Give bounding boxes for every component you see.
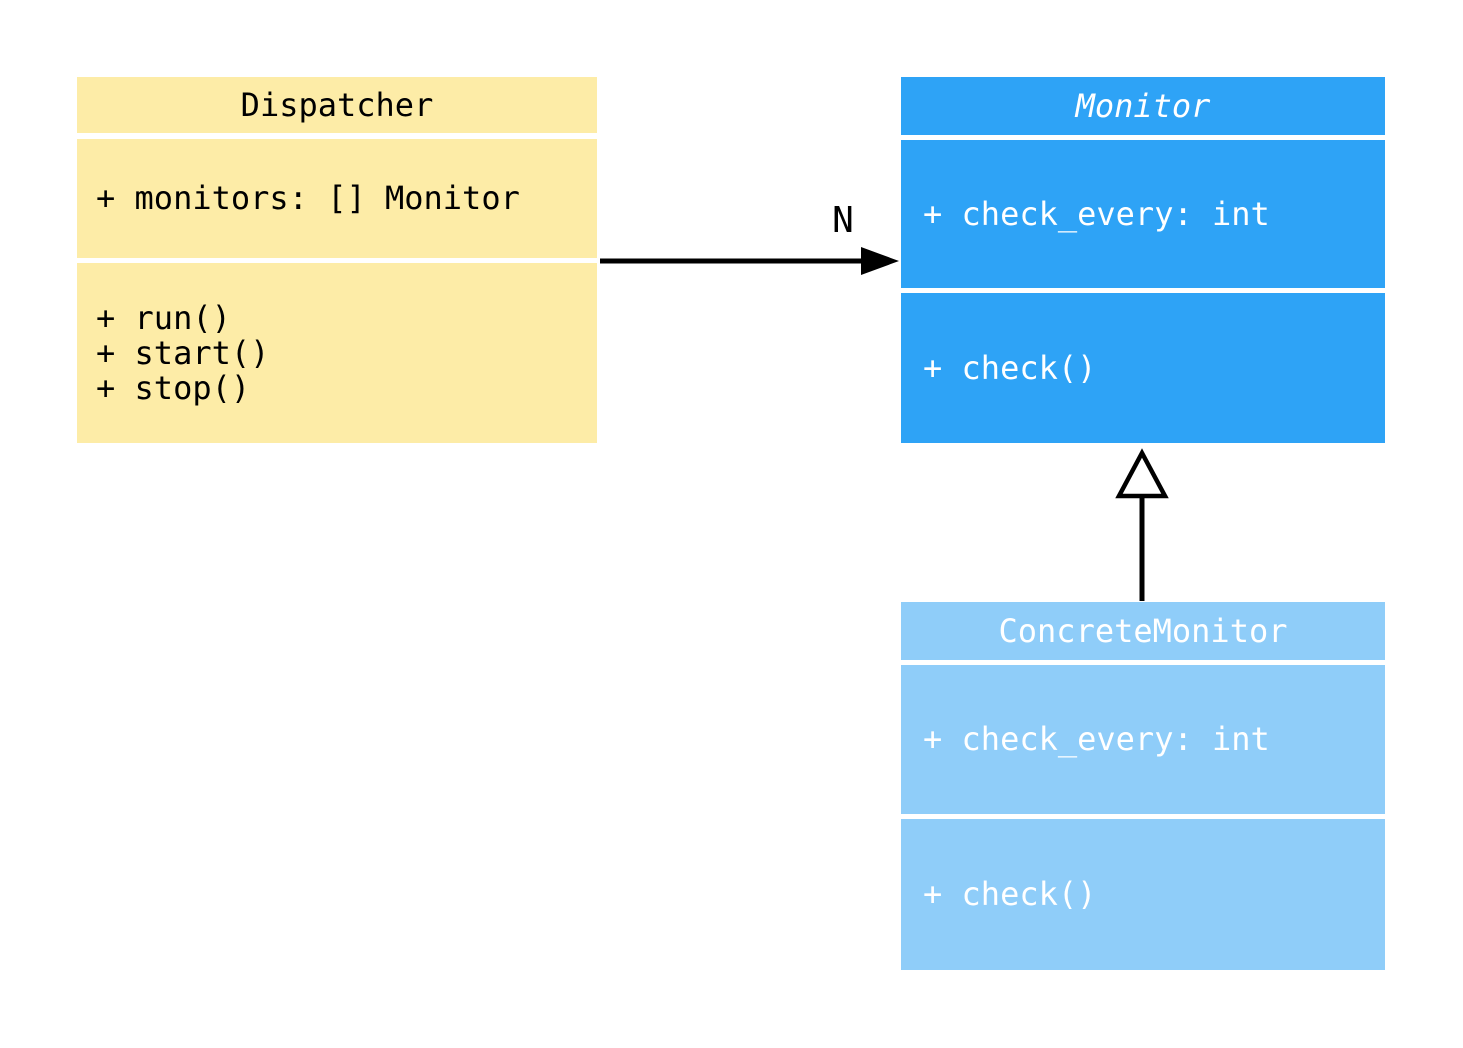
method-label: + start() [96, 333, 270, 372]
class-name-label: ConcreteMonitor [998, 611, 1288, 650]
method-label: + run() [96, 298, 231, 337]
class-name-label: Monitor [1075, 86, 1211, 125]
method-label: + stop() [96, 368, 251, 407]
class-concrete-monitor-attributes: + check_every: int [901, 665, 1385, 814]
class-dispatcher-attributes: + monitors: [] Monitor [77, 139, 597, 258]
attribute-label: + check_every: int [923, 194, 1270, 233]
method-label: + check() [923, 875, 1097, 913]
class-concrete-monitor-methods: + check() [901, 819, 1385, 970]
class-monitor-attributes: + check_every: int [901, 140, 1385, 288]
association-arrowhead-icon [861, 247, 899, 275]
generalization-triangle-icon [1115, 448, 1169, 499]
class-name-label: Dispatcher [240, 85, 434, 124]
attribute-label: + check_every: int [923, 720, 1270, 758]
method-label: + check() [923, 348, 1097, 387]
attribute-label: + monitors: [] Monitor [96, 179, 520, 217]
class-monitor-title: Monitor [901, 77, 1385, 135]
class-monitor-methods: + check() [901, 293, 1385, 443]
class-concrete-monitor-title: ConcreteMonitor [901, 602, 1385, 660]
class-dispatcher-methods: + run() + start() + stop() [77, 263, 597, 443]
association-multiplicity-label: N [832, 200, 854, 241]
class-dispatcher-title: Dispatcher [77, 77, 597, 133]
